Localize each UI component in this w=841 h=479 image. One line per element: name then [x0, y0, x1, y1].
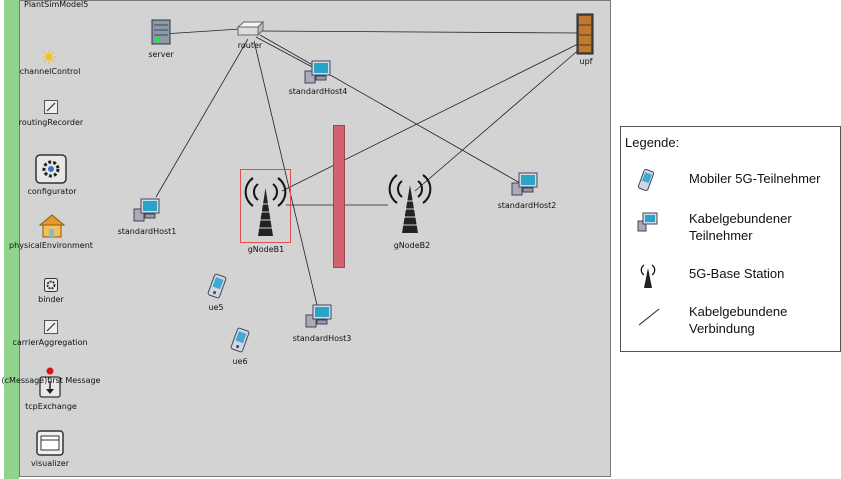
physical-environment-label: physicalEnvironment — [9, 241, 93, 250]
wired-host-icon — [637, 211, 659, 236]
ue6-label: ue6 — [232, 357, 248, 366]
wire-server-router — [162, 28, 241, 35]
obstacle-wall — [333, 125, 345, 268]
notepad-icon — [44, 100, 58, 114]
mobile-device-icon — [207, 273, 227, 299]
window-icon — [36, 430, 64, 456]
router-icon — [236, 20, 265, 37]
channel-control-label: channelControl — [19, 67, 81, 76]
gnodeb2-node[interactable] — [384, 167, 436, 243]
wired-host-icon — [305, 304, 332, 328]
gear-icon — [35, 154, 67, 184]
standard-host1-node[interactable] — [133, 197, 161, 227]
visualizer-label: visualizer — [31, 459, 69, 468]
base-station-icon — [388, 174, 432, 233]
ue6-node[interactable] — [230, 327, 250, 357]
network-title: PlantSimModel5 — [24, 0, 89, 9]
physical-environment-module[interactable] — [38, 213, 66, 243]
legend-title: Legende: — [625, 135, 680, 150]
wire-router-host4 — [255, 36, 317, 70]
carrier-aggregation-module[interactable] — [44, 319, 58, 338]
router-node[interactable] — [236, 20, 265, 41]
visualizer-module[interactable] — [36, 430, 64, 460]
wired-host-icon — [511, 172, 538, 196]
tcp-exchange-module[interactable] — [39, 367, 61, 403]
server-node[interactable] — [151, 19, 171, 49]
wire-upf-gnb2 — [414, 46, 583, 192]
notepad-icon — [44, 320, 58, 334]
binder-label: binder — [38, 295, 64, 304]
network-canvas[interactable]: PlantSimModel5 channelControl routingRec… — [2, 0, 611, 477]
standard-host4-node[interactable] — [304, 59, 332, 89]
base-station-icon — [637, 260, 659, 293]
gear-icon — [44, 278, 58, 292]
wired-host-icon — [133, 198, 160, 222]
standard-host3-label: standardHost3 — [292, 334, 352, 343]
mobile-device-icon — [230, 327, 250, 353]
routing-recorder-label: routingRecorder — [18, 118, 84, 127]
wire-upf-gnb1 — [281, 42, 581, 192]
legend-box: Legende: Mobiler 5G-Teilnehmer Kabelgebu… — [620, 126, 841, 352]
server-icon — [151, 19, 171, 45]
ue5-label: ue5 — [208, 303, 224, 312]
gnodeb1-label: gNodeB1 — [247, 245, 285, 254]
connection-wires — [155, 28, 583, 306]
standard-host2-label: standardHost2 — [497, 201, 557, 210]
upf-label: upf — [579, 57, 593, 66]
routing-recorder-module[interactable] — [44, 99, 58, 118]
wire-router-host3 — [253, 40, 318, 306]
gnodeb2-label: gNodeB2 — [393, 241, 431, 250]
mobile-device-icon — [637, 168, 655, 194]
left-green-strip — [4, 0, 19, 479]
tcp-exchange-message-label: (cMessage)first Message — [1, 376, 101, 385]
configurator-label: configurator — [27, 187, 77, 196]
configurator-module[interactable] — [35, 154, 67, 188]
upf-node[interactable] — [576, 13, 594, 59]
wired-host-icon — [304, 60, 331, 84]
wire-router-upf — [259, 30, 579, 34]
sun-icon — [42, 50, 56, 64]
legend-item-label: Kabelgebundene Verbindung — [689, 304, 788, 336]
standard-host4-label: standardHost4 — [288, 87, 348, 96]
channel-control-module[interactable] — [42, 49, 56, 68]
binder-module[interactable] — [44, 277, 58, 296]
house-icon — [38, 214, 66, 238]
exchange-icon — [39, 367, 61, 398]
base-station-icon — [244, 177, 287, 236]
standard-host3-node[interactable] — [305, 303, 333, 333]
legend-item-label: 5G-Base Station — [689, 266, 785, 281]
standard-host1-label: standardHost1 — [117, 227, 177, 236]
legend-item-label: Kabelgebundener Teilnehmer — [689, 211, 792, 243]
ue5-node[interactable] — [207, 273, 227, 303]
tcp-exchange-label: tcpExchange — [25, 402, 77, 411]
wire-router-host2 — [259, 34, 521, 184]
wire-line-icon — [637, 305, 661, 330]
server-label: server — [148, 50, 174, 59]
carrier-aggregation-label: carrierAggregation — [12, 338, 88, 347]
wire-router-host1 — [155, 38, 249, 198]
standard-host2-node[interactable] — [511, 171, 539, 201]
gnodeb1-node[interactable] — [240, 169, 291, 243]
server-rack-icon — [576, 13, 594, 55]
router-label: router — [237, 41, 263, 50]
legend-item-label: Mobiler 5G-Teilnehmer — [689, 171, 821, 186]
